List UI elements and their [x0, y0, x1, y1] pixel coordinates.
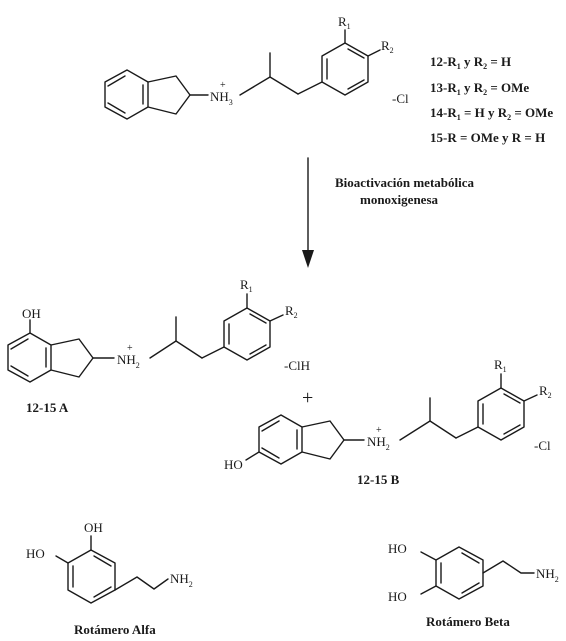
product-b-benzene-ring [258, 414, 303, 465]
legend-line-12: 12-R1 y R2 = H [430, 54, 511, 71]
rotamer-alfa-chain [114, 576, 169, 591]
legend-line-15: 15-R = OMe y R = H [430, 130, 545, 145]
product-a-counterion: -ClH [284, 358, 310, 373]
rotamer-alfa-ring [67, 549, 116, 604]
rotamer-alfa-structure [55, 535, 169, 604]
product-b-structure [245, 373, 538, 465]
product-b-r1-label: R1 [494, 357, 507, 374]
rotamer-beta-ring [435, 546, 484, 600]
arrow-head [302, 250, 314, 268]
reactant-nh3-label: NH3 [210, 89, 233, 107]
rotamer-beta-ho1-label: HO [388, 541, 407, 556]
rotamer-alfa-label: Rotámero Alfa [74, 622, 156, 637]
product-a-structure [7, 293, 284, 383]
product-b-counterion: -Cl [534, 438, 551, 453]
rotamer-alfa-ho-label: HO [26, 546, 45, 561]
substituent-legend: 12-R1 y R2 = H 13-R1 y R2 = OMe 14-R1 = … [430, 54, 553, 145]
plus-sign: + [302, 387, 313, 409]
reaction-arrow [302, 157, 314, 268]
reactant-benzene-ring [104, 69, 149, 120]
product-b-r2-label: R2 [539, 383, 552, 400]
reactant-charge-plus: + [220, 80, 226, 91]
rotamer-alfa-oh-label: OH [84, 520, 103, 535]
reactant-structure [104, 29, 381, 120]
product-a-cyclopentane-ring [50, 338, 94, 378]
product-a-nh2-label: NH2 [117, 352, 140, 370]
reactant-phenyl-ring [321, 42, 369, 96]
product-a-oh-label: OH [22, 306, 41, 321]
arrow-label-line2: monoxigenesa [360, 192, 439, 207]
arrow-label-line1: Bioactivación metabólica [335, 175, 475, 190]
legend-line-13: 13-R1 y R2 = OMe [430, 80, 529, 97]
legend-line-14: 14-R1 = H y R2 = OMe [430, 105, 553, 122]
reactant-r1-label: R1 [338, 14, 351, 31]
product-b-ho-label: HO [224, 457, 243, 472]
product-a-label: 12-15 A [26, 400, 69, 415]
product-a-r1-label: R1 [240, 277, 253, 294]
rotamer-beta-structure [420, 546, 535, 600]
rotamer-alfa-nh2-label: NH2 [170, 571, 193, 589]
rotamer-beta-chain [482, 560, 535, 574]
rotamer-beta-ho2-label: HO [388, 589, 407, 604]
reactant-cyclopentane-ring [147, 75, 191, 115]
rotamer-beta-nh2-label: NH2 [536, 566, 559, 584]
product-a-charge-plus: + [127, 343, 133, 354]
reactant-r2-label: R2 [381, 38, 394, 55]
product-b-label: 12-15 B [357, 472, 400, 487]
product-b-phenyl-ring [477, 387, 525, 441]
product-b-charge-plus: + [376, 425, 382, 436]
reactant-counterion: -Cl [392, 91, 409, 106]
product-a-r2-label: R2 [285, 303, 298, 320]
product-b-nh2-label: NH2 [367, 434, 390, 452]
product-a-benzene-ring [7, 332, 52, 383]
rotamer-beta-label: Rotámero Beta [426, 614, 510, 629]
product-b-cyclopentane-ring [301, 420, 345, 460]
product-a-phenyl-ring [223, 307, 271, 361]
